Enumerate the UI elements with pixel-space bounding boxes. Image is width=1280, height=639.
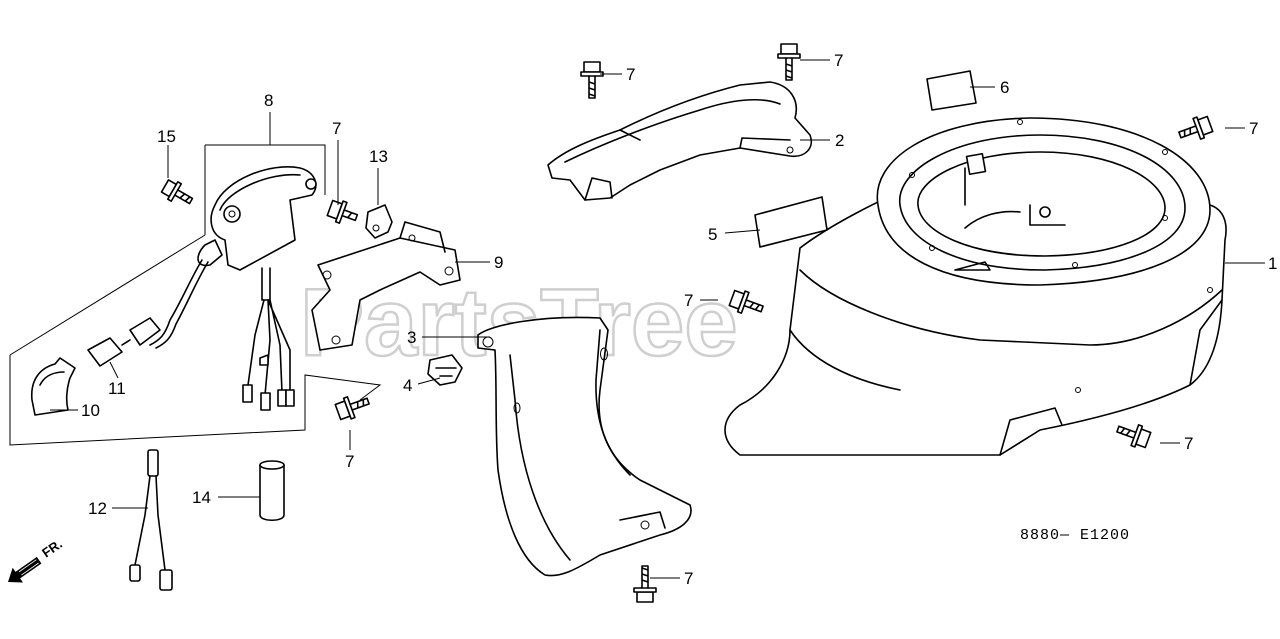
lower-air-guide-part[interactable]: [477, 316, 692, 577]
flange-bolt-part[interactable]: [326, 43, 1214, 603]
label-plate-part[interactable]: [754, 196, 828, 248]
callout-7g: 7: [345, 452, 354, 471]
callout-12: 12: [88, 499, 107, 518]
callout-6: 6: [1000, 78, 1009, 97]
spark-plug-cap-part[interactable]: [30, 357, 76, 416]
callout-2: 2: [835, 131, 844, 150]
small-clip-part[interactable]: [365, 204, 393, 239]
callout-9: 9: [494, 253, 503, 272]
callout-4: 4: [403, 376, 412, 395]
terminal-connector-part[interactable]: [87, 337, 131, 367]
fan-cover-part[interactable]: [724, 117, 1227, 456]
callout-7f: 7: [332, 119, 341, 138]
label-plate-small-part[interactable]: [926, 70, 977, 111]
callout-7d: 7: [684, 291, 693, 310]
direction-arrow-icon: [8, 556, 42, 583]
ignition-coil-part[interactable]: [9, 144, 382, 446]
direction-label: FR.: [39, 536, 65, 560]
callout-7c: 7: [1249, 119, 1258, 138]
callout-7e: 7: [1184, 434, 1193, 453]
callout-15: 15: [157, 127, 176, 146]
coil-bracket-part[interactable]: [311, 221, 461, 351]
callout-7a: 7: [626, 65, 635, 84]
tube-part[interactable]: [259, 460, 285, 522]
reference-code: 8880— E1200: [1020, 527, 1130, 544]
callout-7b: 7: [834, 51, 843, 70]
upper-air-guide-part[interactable]: [547, 81, 812, 201]
direction-marker: FR.: [8, 536, 65, 583]
wire-harness-part[interactable]: [129, 449, 173, 591]
callout-1: 1: [1268, 254, 1277, 273]
callout-11: 11: [108, 379, 126, 398]
bolt-part[interactable]: [160, 177, 196, 209]
callout-5: 5: [708, 225, 717, 244]
cable-clip-part[interactable]: [427, 354, 463, 386]
callout-14: 14: [192, 488, 211, 507]
callout-8: 8: [264, 91, 273, 110]
callout-3: 3: [407, 328, 416, 347]
callout-7h: 7: [684, 569, 693, 588]
callout-10: 10: [81, 401, 100, 420]
callout-13: 13: [369, 147, 388, 166]
leader-lines: [50, 59, 1265, 579]
callout-labels: 1 2 3 4 5 6 7 7 7 7 7 7 7 7 8 9 10 11 12…: [81, 51, 1277, 588]
